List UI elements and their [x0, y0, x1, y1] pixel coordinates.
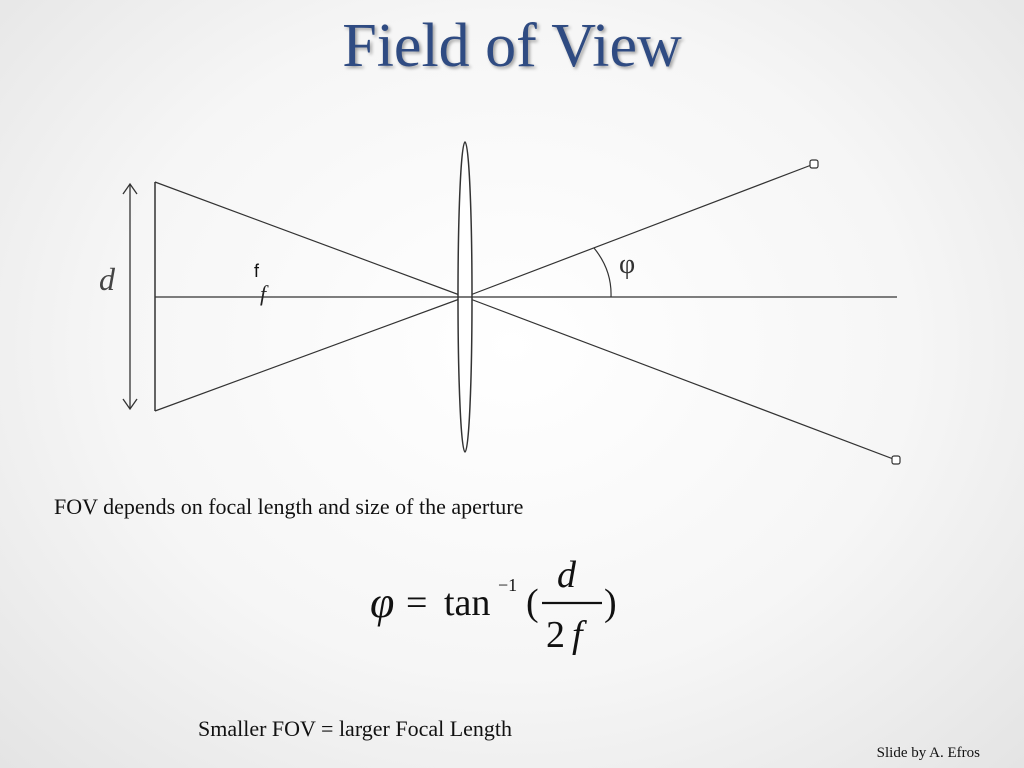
focal-label-upright: f [254, 261, 260, 281]
formula-close-paren: ) [604, 582, 617, 624]
ray-bottom-left [154, 296, 466, 412]
d-arrow-head-top [122, 182, 138, 195]
angle-label: φ [619, 249, 635, 280]
formula-equals: = [406, 582, 427, 624]
ray-endpoint-upper [809, 159, 819, 169]
d-arrow-head-bottom [122, 398, 138, 411]
fov-formula: φ = tan −1 ( d 2 f ) [370, 555, 617, 656]
caption: FOV depends on focal length and size of … [54, 494, 524, 519]
conclusion-text: Smaller FOV = larger Focal Length [198, 716, 513, 741]
formula-lhs: φ [370, 578, 394, 627]
formula-denominator-var: f [572, 614, 587, 656]
slide-credit: Slide by A. Efros [876, 745, 980, 761]
ray-endpoint-lower [891, 455, 901, 465]
formula-numerator: d [557, 555, 577, 596]
ray-upper-right [464, 163, 815, 298]
ray-top-left [154, 181, 466, 298]
formula-exponent: −1 [498, 575, 517, 595]
angle-arc [593, 247, 612, 298]
formula-func: tan [444, 582, 490, 624]
formula-denominator-coef: 2 [546, 614, 565, 656]
slide-title: Field of View [342, 12, 682, 80]
aperture-label: d [99, 261, 116, 297]
formula-open-paren: ( [526, 582, 539, 624]
ray-lower-right [464, 296, 897, 461]
focal-label-italic: f [260, 281, 269, 306]
